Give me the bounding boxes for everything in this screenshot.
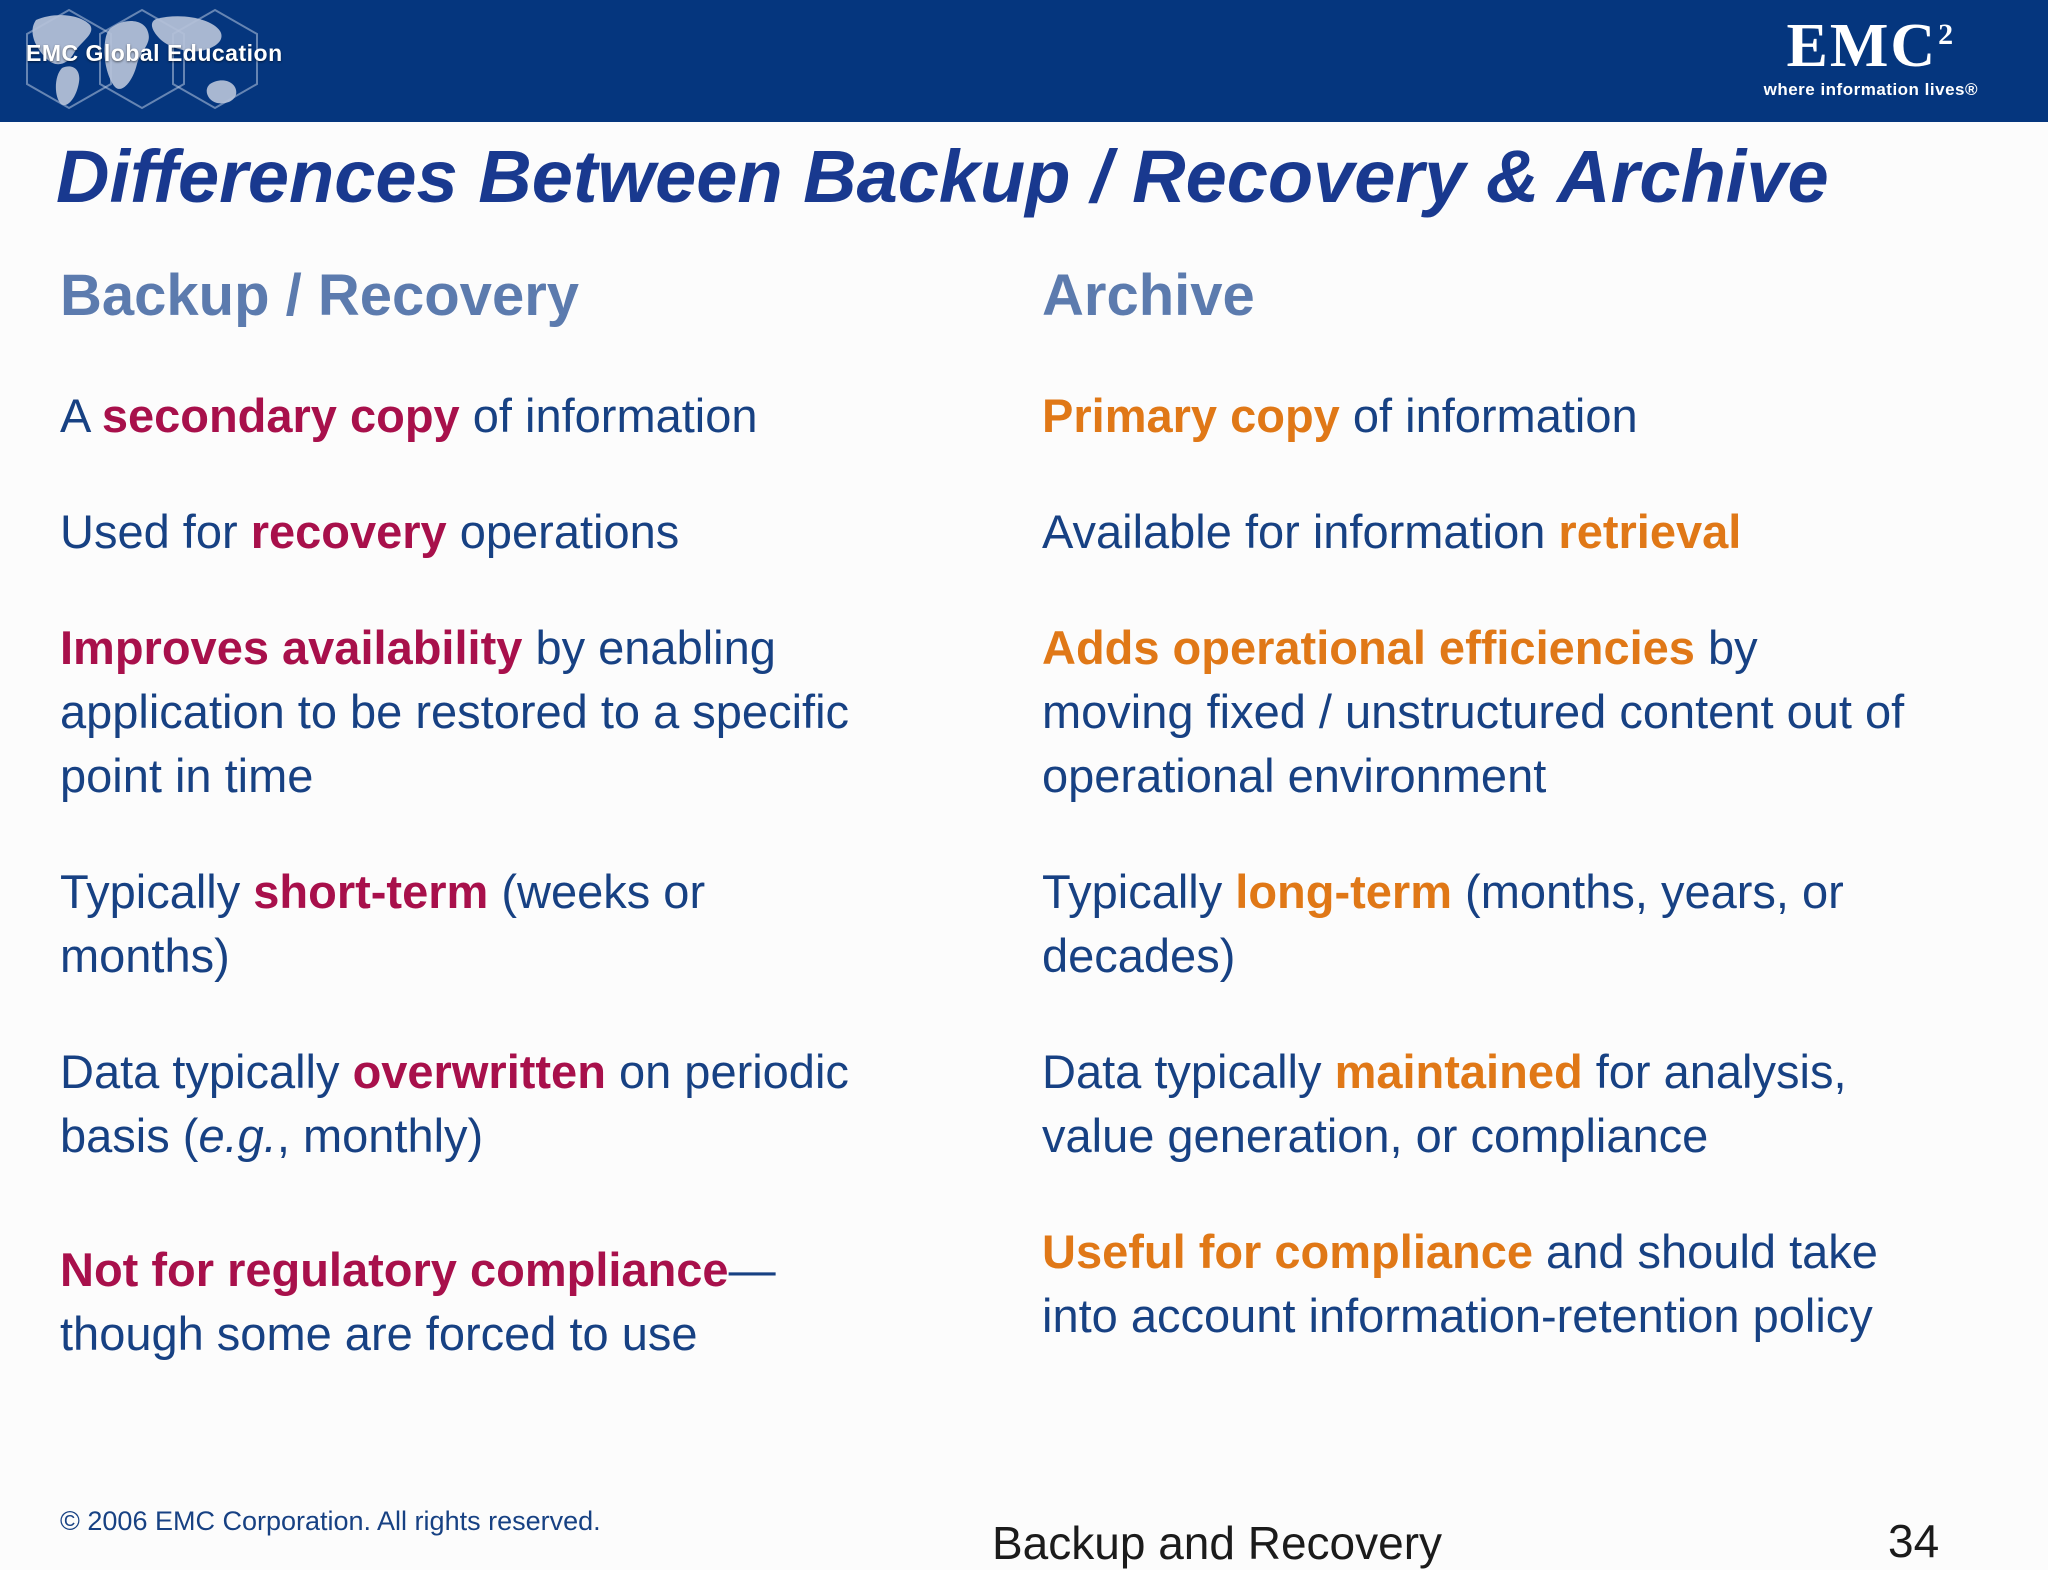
bullet-item: Improves availability by enabling applic… bbox=[60, 616, 880, 808]
emc-logo: EMC2 where information lives® bbox=[1763, 12, 1978, 100]
footer-course-title: Backup and Recovery bbox=[992, 1517, 1443, 1569]
accent-text: secondary copy bbox=[101, 389, 460, 442]
accent-text: Useful for compliance bbox=[1042, 1225, 1533, 1278]
body-text: Used for bbox=[60, 505, 251, 558]
bullet-item: Typically long-term (months, years, or d… bbox=[1042, 860, 1922, 988]
bullet-item: Typically short-term (weeks or months) bbox=[60, 860, 880, 988]
body-text: Typically bbox=[60, 865, 254, 918]
bullet-item: Primary copy of information bbox=[1042, 384, 1922, 448]
accent-text: long-term bbox=[1235, 865, 1452, 918]
page-number: 34 bbox=[1888, 1515, 1940, 1567]
body-text: Typically bbox=[1042, 865, 1236, 918]
accent-text: recovery bbox=[250, 505, 447, 558]
slide-title: Differences Between Backup / Recovery & … bbox=[56, 135, 1829, 218]
accent-text: retrieval bbox=[1558, 505, 1742, 558]
body-text: —though some are forced to use bbox=[60, 1243, 776, 1360]
body-text: , monthly) bbox=[276, 1109, 484, 1162]
body-text: Data typically bbox=[60, 1045, 353, 1098]
column-backup-recovery: Backup / Recovery A secondary copy of in… bbox=[60, 264, 880, 1418]
emc-logo-text: EMC2 bbox=[1786, 12, 1956, 80]
emc-global-education-label: EMC Global Education bbox=[26, 40, 283, 66]
column-heading-backup-recovery: Backup / Recovery bbox=[60, 263, 580, 328]
body-text: by moving fixed / unstructured content o… bbox=[1042, 621, 1905, 802]
accent-text: overwritten bbox=[352, 1045, 606, 1098]
accent-text: Adds operational efficiencies bbox=[1042, 621, 1695, 674]
body-text: A bbox=[60, 389, 102, 442]
body-text: operations bbox=[446, 505, 680, 558]
body-text: by enabling application to be restored t… bbox=[60, 621, 850, 802]
column-heading-archive: Archive bbox=[1042, 263, 1255, 328]
bullet-item: Adds operational efficiencies by moving … bbox=[1042, 616, 1922, 808]
copyright-notice: © 2006 EMC Corporation. All rights reser… bbox=[60, 1506, 601, 1536]
body-text: (months, years, or decades) bbox=[1042, 865, 1844, 982]
bullet-item: A secondary copy of information bbox=[60, 384, 880, 448]
emc-tagline-label: where information lives® bbox=[1763, 80, 1978, 99]
accent-text: Primary copy bbox=[1042, 389, 1340, 442]
accent-text: maintained bbox=[1334, 1045, 1583, 1098]
bullet-item: Useful for compliance and should take in… bbox=[1042, 1220, 1922, 1348]
body-text: of information bbox=[1339, 389, 1638, 442]
body-text: for analysis, value generation, or compl… bbox=[1042, 1045, 1847, 1162]
italic-text: e.g. bbox=[198, 1109, 277, 1162]
body-text: Data typically bbox=[1042, 1045, 1335, 1098]
body-text: of information bbox=[459, 389, 758, 442]
accent-text: Improves availability bbox=[60, 621, 523, 674]
header-bar: EMC Global Education EMC2 where informat… bbox=[0, 0, 2048, 122]
emc-logo-superscript: 2 bbox=[1938, 18, 1956, 52]
body-text: (weeks or months) bbox=[60, 865, 706, 982]
bullet-item: Data typically maintained for analysis, … bbox=[1042, 1040, 1922, 1168]
accent-text: short-term bbox=[253, 865, 489, 918]
bullet-item: Not for regulatory compliance—though som… bbox=[60, 1238, 880, 1366]
accent-text: Not for regulatory compliance bbox=[60, 1243, 729, 1296]
bullet-item: Data typically overwritten on periodic b… bbox=[60, 1040, 880, 1168]
body-text: Available for information bbox=[1042, 505, 1559, 558]
body-text: and should take into account information… bbox=[1042, 1225, 1878, 1342]
bullet-item: Available for information retrieval bbox=[1042, 500, 1922, 564]
emc-global-education-logo: EMC Global Education bbox=[14, 4, 282, 118]
world-map-icon bbox=[26, 8, 258, 110]
body-text: on periodic basis ( bbox=[60, 1045, 849, 1162]
bullet-item: Used for recovery operations bbox=[60, 500, 880, 564]
